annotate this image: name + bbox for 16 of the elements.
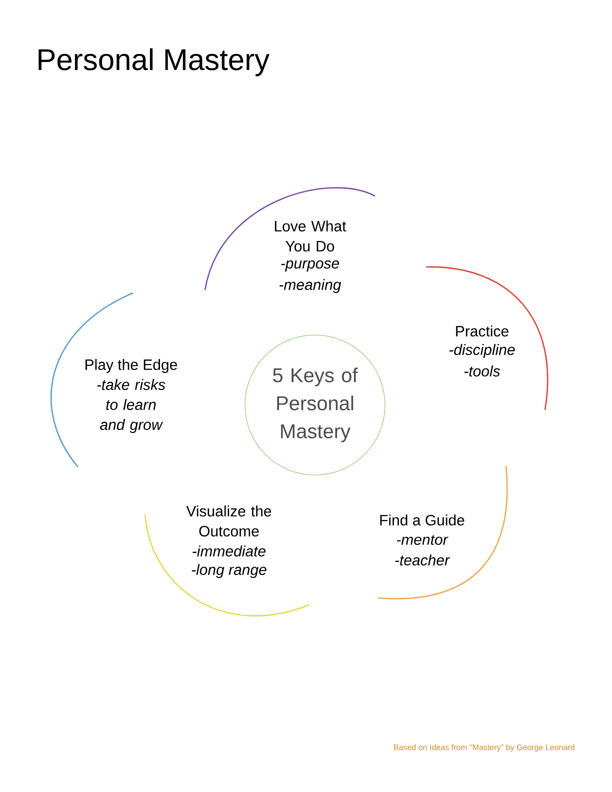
- key-heading: Love What You Do: [274, 220, 346, 252]
- key-heading: Play the Edge: [86, 359, 177, 373]
- key-note: -long range: [192, 564, 266, 578]
- key-heading: Visualize the Outcome: [186, 505, 272, 536]
- title: Personal Mastery: [38, 48, 270, 76]
- key-note: -mentor: [396, 535, 448, 545]
- credit-note: Based on Ideas from "Mastery" by George Leonard: [394, 744, 574, 752]
- key-note: -take risks to learn and grow: [97, 379, 166, 433]
- key-heading: Find a Guide: [380, 514, 464, 526]
- key-note: -discipline: [449, 344, 515, 358]
- key-note: -teacher: [395, 554, 450, 566]
- key-note: -tools: [464, 365, 500, 376]
- key-note: -meaning: [280, 279, 342, 293]
- key-note: -purpose: [281, 260, 340, 272]
- key-note: -immediate: [192, 545, 266, 556]
- key-heading: Practice: [456, 326, 508, 336]
